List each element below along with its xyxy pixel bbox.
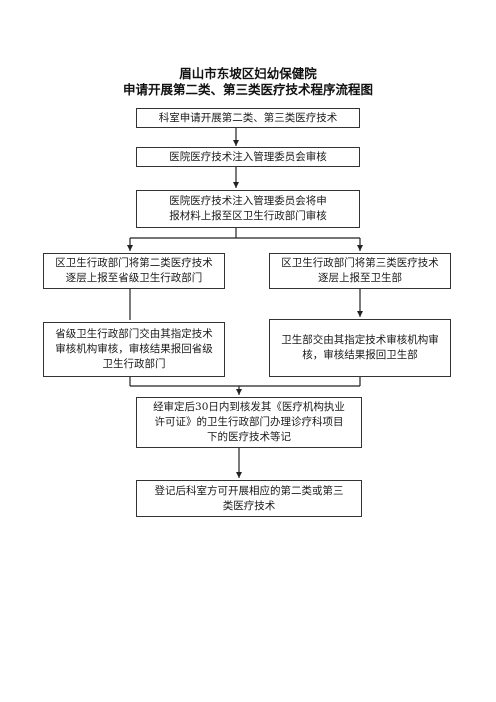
step-text-line: 区卫生行政部门将第二类医疗技术	[55, 257, 213, 269]
step-text-line: 类医疗技术	[222, 499, 276, 512]
flow-step-class3-ministry: 区卫生行政部门将第三类医疗技术 逐层上报至卫生部	[269, 253, 451, 289]
flow-step-submit-district: 医院医疗技术注入管理委员会将申 报材料上报至区卫生行政部门审核	[136, 190, 360, 228]
step-text: 登记后科室方可开展相应的第二类或第三 类医疗技术	[155, 484, 344, 514]
step-text-line: 逐层上报至卫生部	[318, 272, 402, 284]
flow-step-department-apply: 科室申请开展第二类、第三类医疗技术	[136, 108, 360, 128]
step-text: 科室申请开展第二类、第三类医疗技术	[158, 111, 338, 124]
step-text-line: 许可证》的卫生行政部门办理诊疗科项目	[154, 416, 344, 428]
step-text: 经审定后30日内到核发其《医疗机构执业 许可证》的卫生行政部门办理诊疗科项目 下…	[153, 400, 345, 445]
page-subtitle: 申请开展第二类、第三类医疗技术程序流程图	[122, 82, 373, 97]
step-text: 卫生部交由其指定技术审核机构审 核，审核结果报回卫生部	[281, 333, 439, 363]
flow-step-class2-provincial: 区卫生行政部门将第二类医疗技术 逐层上报至省级卫生行政部门	[43, 253, 225, 289]
step-text-line: 经审定后30日内到核发其《医疗机构执业	[153, 401, 345, 413]
step-text-line: 报材料上报至区卫生行政部门审核	[169, 210, 327, 222]
step-text: 省级卫生行政部门交由其指定技术 审核机构审核，审核结果报回省级 卫生行政部门	[55, 327, 213, 372]
page-title: 眉山市东坡区妇幼保健院	[179, 66, 317, 81]
flow-step-start-technique: 登记后科室方可开展相应的第二类或第三 类医疗技术	[136, 480, 362, 517]
step-text: 区卫生行政部门将第二类医疗技术 逐层上报至省级卫生行政部门	[55, 256, 213, 286]
step-text-line: 医院医疗技术注入管理委员会将申	[169, 195, 327, 207]
step-text-line: 审核机构审核，审核结果报回省级	[55, 343, 213, 355]
flow-step-provincial-review: 省级卫生行政部门交由其指定技术 审核机构审核，审核结果报回省级 卫生行政部门	[43, 322, 225, 377]
step-text-line: 卫生行政部门	[102, 358, 166, 370]
step-text-line: 省级卫生行政部门交由其指定技术	[55, 328, 213, 340]
step-text-line: 下的医疗技术等记	[207, 431, 291, 443]
step-text: 医院医疗技术注入管理委员会审核	[169, 150, 327, 163]
step-text-line: 区卫生行政部门将第三类医疗技术	[281, 257, 439, 269]
step-text-line: 卫生部交由其指定技术审核机构审	[281, 334, 439, 346]
flow-step-ministry-review: 卫生部交由其指定技术审核机构审 核，审核结果报回卫生部	[269, 319, 451, 377]
step-text: 医院医疗技术注入管理委员会将申 报材料上报至区卫生行政部门审核	[169, 194, 327, 224]
step-text-line: 逐层上报至省级卫生行政部门	[65, 272, 203, 284]
step-text: 区卫生行政部门将第三类医疗技术 逐层上报至卫生部	[281, 256, 439, 286]
step-text-line: 核，审核结果报回卫生部	[302, 349, 418, 361]
step-text-line: 登记后科室方可开展相应的第二类或第三	[154, 484, 344, 497]
flow-step-committee-review: 医院医疗技术注入管理委员会审核	[136, 147, 360, 167]
flow-step-registration: 经审定后30日内到核发其《医疗机构执业 许可证》的卫生行政部门办理诊疗科项目 下…	[136, 397, 362, 448]
